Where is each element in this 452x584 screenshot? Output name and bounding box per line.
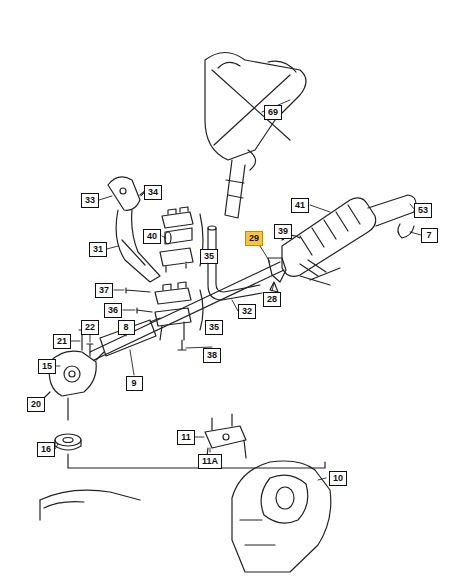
callout-number: 20 xyxy=(27,397,45,412)
callout-number: 11 xyxy=(177,430,195,445)
callout-number: 28 xyxy=(263,292,281,307)
gear-head xyxy=(40,330,96,420)
throttle-trigger xyxy=(268,235,300,292)
callout-number: 35 xyxy=(205,320,223,335)
callout-number: 7 xyxy=(421,228,438,243)
clamp-upper xyxy=(160,207,203,272)
callout-number: 16 xyxy=(37,442,55,457)
callout-number: 37 xyxy=(95,283,113,298)
engine xyxy=(232,461,331,572)
callout-number: 33 xyxy=(81,193,99,208)
callout-number: 8 xyxy=(118,320,135,335)
callout-number: 38 xyxy=(203,348,221,363)
callout-number: 29 xyxy=(245,231,263,246)
callout-number: 22 xyxy=(81,320,99,335)
callout-number: 9 xyxy=(126,376,143,391)
callout-number: 39 xyxy=(274,224,292,239)
callout-number: 31 xyxy=(89,242,107,257)
bolts xyxy=(126,288,152,313)
guard xyxy=(40,454,325,520)
clamp-lower xyxy=(155,282,203,350)
callout-number: 35 xyxy=(200,249,218,264)
drive-shaft xyxy=(90,262,284,360)
callout-number: 34 xyxy=(144,185,162,200)
callout-number: 40 xyxy=(143,229,161,244)
callout-number: 53 xyxy=(414,203,432,218)
callout-number: 36 xyxy=(104,303,122,318)
callout-number: 21 xyxy=(53,334,71,349)
leader-lines xyxy=(44,100,421,480)
washer xyxy=(55,434,81,450)
callout-number: 11A xyxy=(198,454,222,469)
harness xyxy=(205,53,306,219)
callout-number: 10 xyxy=(329,471,347,486)
callout-number: 32 xyxy=(238,304,256,319)
rear-grip xyxy=(282,195,416,285)
callout-number: 15 xyxy=(38,359,56,374)
callout-number: 41 xyxy=(291,198,309,213)
callout-number: 69 xyxy=(264,105,282,120)
